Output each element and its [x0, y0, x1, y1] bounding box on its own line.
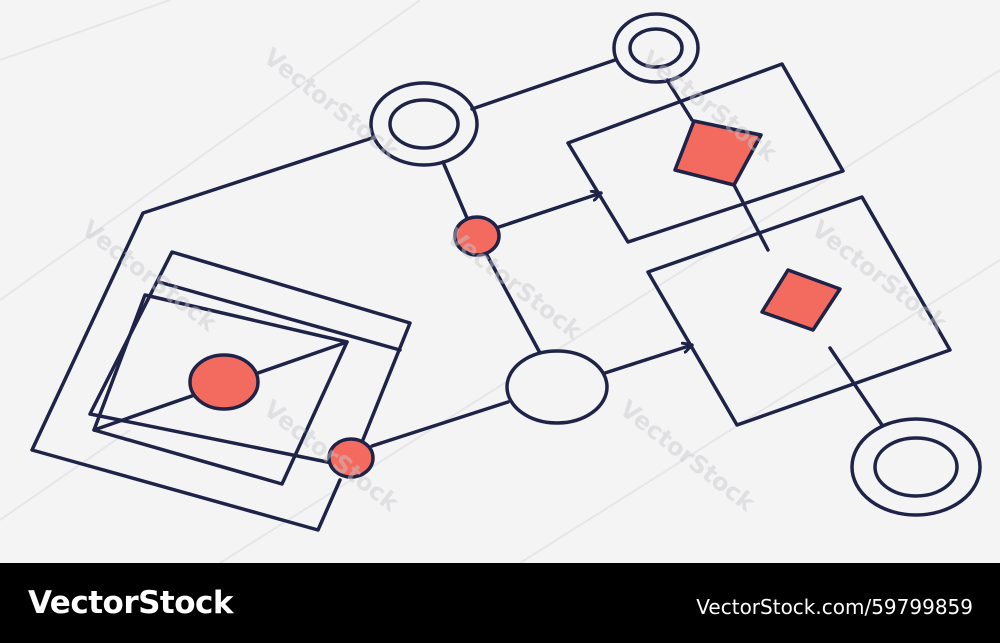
- ring-node-outer: [369, 81, 479, 167]
- arrow-connector: [494, 193, 603, 230]
- ring-node-inner: [873, 436, 959, 498]
- envelope-body: [92, 293, 349, 486]
- accent-dot-node: [327, 437, 375, 479]
- background-lines: [0, 0, 1000, 563]
- arrow-connector: [603, 345, 694, 375]
- accent-dot-node: [453, 215, 501, 257]
- connector-line: [441, 160, 469, 220]
- outer-container-frame: [30, 136, 374, 532]
- footer-bar: VectorStock VectorStock.com/59799859: [0, 563, 1000, 643]
- process-box-upper: [566, 62, 845, 244]
- watermark-text: VectorStock: [258, 43, 405, 166]
- window-title-bar: [157, 280, 402, 352]
- flowchart-diagram: VectorStock VectorStock VectorStock Vect…: [0, 0, 1000, 563]
- watermark-text: VectorStock: [806, 215, 953, 338]
- connector-line: [828, 346, 884, 427]
- footer-image-id: VectorStock.com/59799859: [696, 595, 973, 619]
- footer-brand-logo: VectorStock: [28, 585, 234, 621]
- connector-line: [732, 183, 770, 252]
- accent-circle-node: [188, 353, 260, 411]
- ring-node-outer: [612, 12, 700, 84]
- accent-diamond-upper: [673, 119, 763, 187]
- watermark-text: VectorStock: [76, 215, 222, 338]
- connector-line: [485, 253, 542, 355]
- process-box-lower: [646, 195, 952, 427]
- watermark-text: VectorStock: [441, 223, 588, 346]
- watermarks: VectorStock VectorStock VectorStock Vect…: [76, 43, 953, 518]
- ring-node-outer: [850, 417, 982, 517]
- decision-node: [505, 349, 609, 425]
- connector-line: [470, 58, 617, 111]
- watermark-text: VectorStock: [614, 395, 761, 518]
- ring-node-inner: [388, 98, 460, 150]
- connector-line: [370, 400, 510, 448]
- accent-diamond-lower: [760, 268, 842, 332]
- ring-node-inner: [628, 27, 684, 69]
